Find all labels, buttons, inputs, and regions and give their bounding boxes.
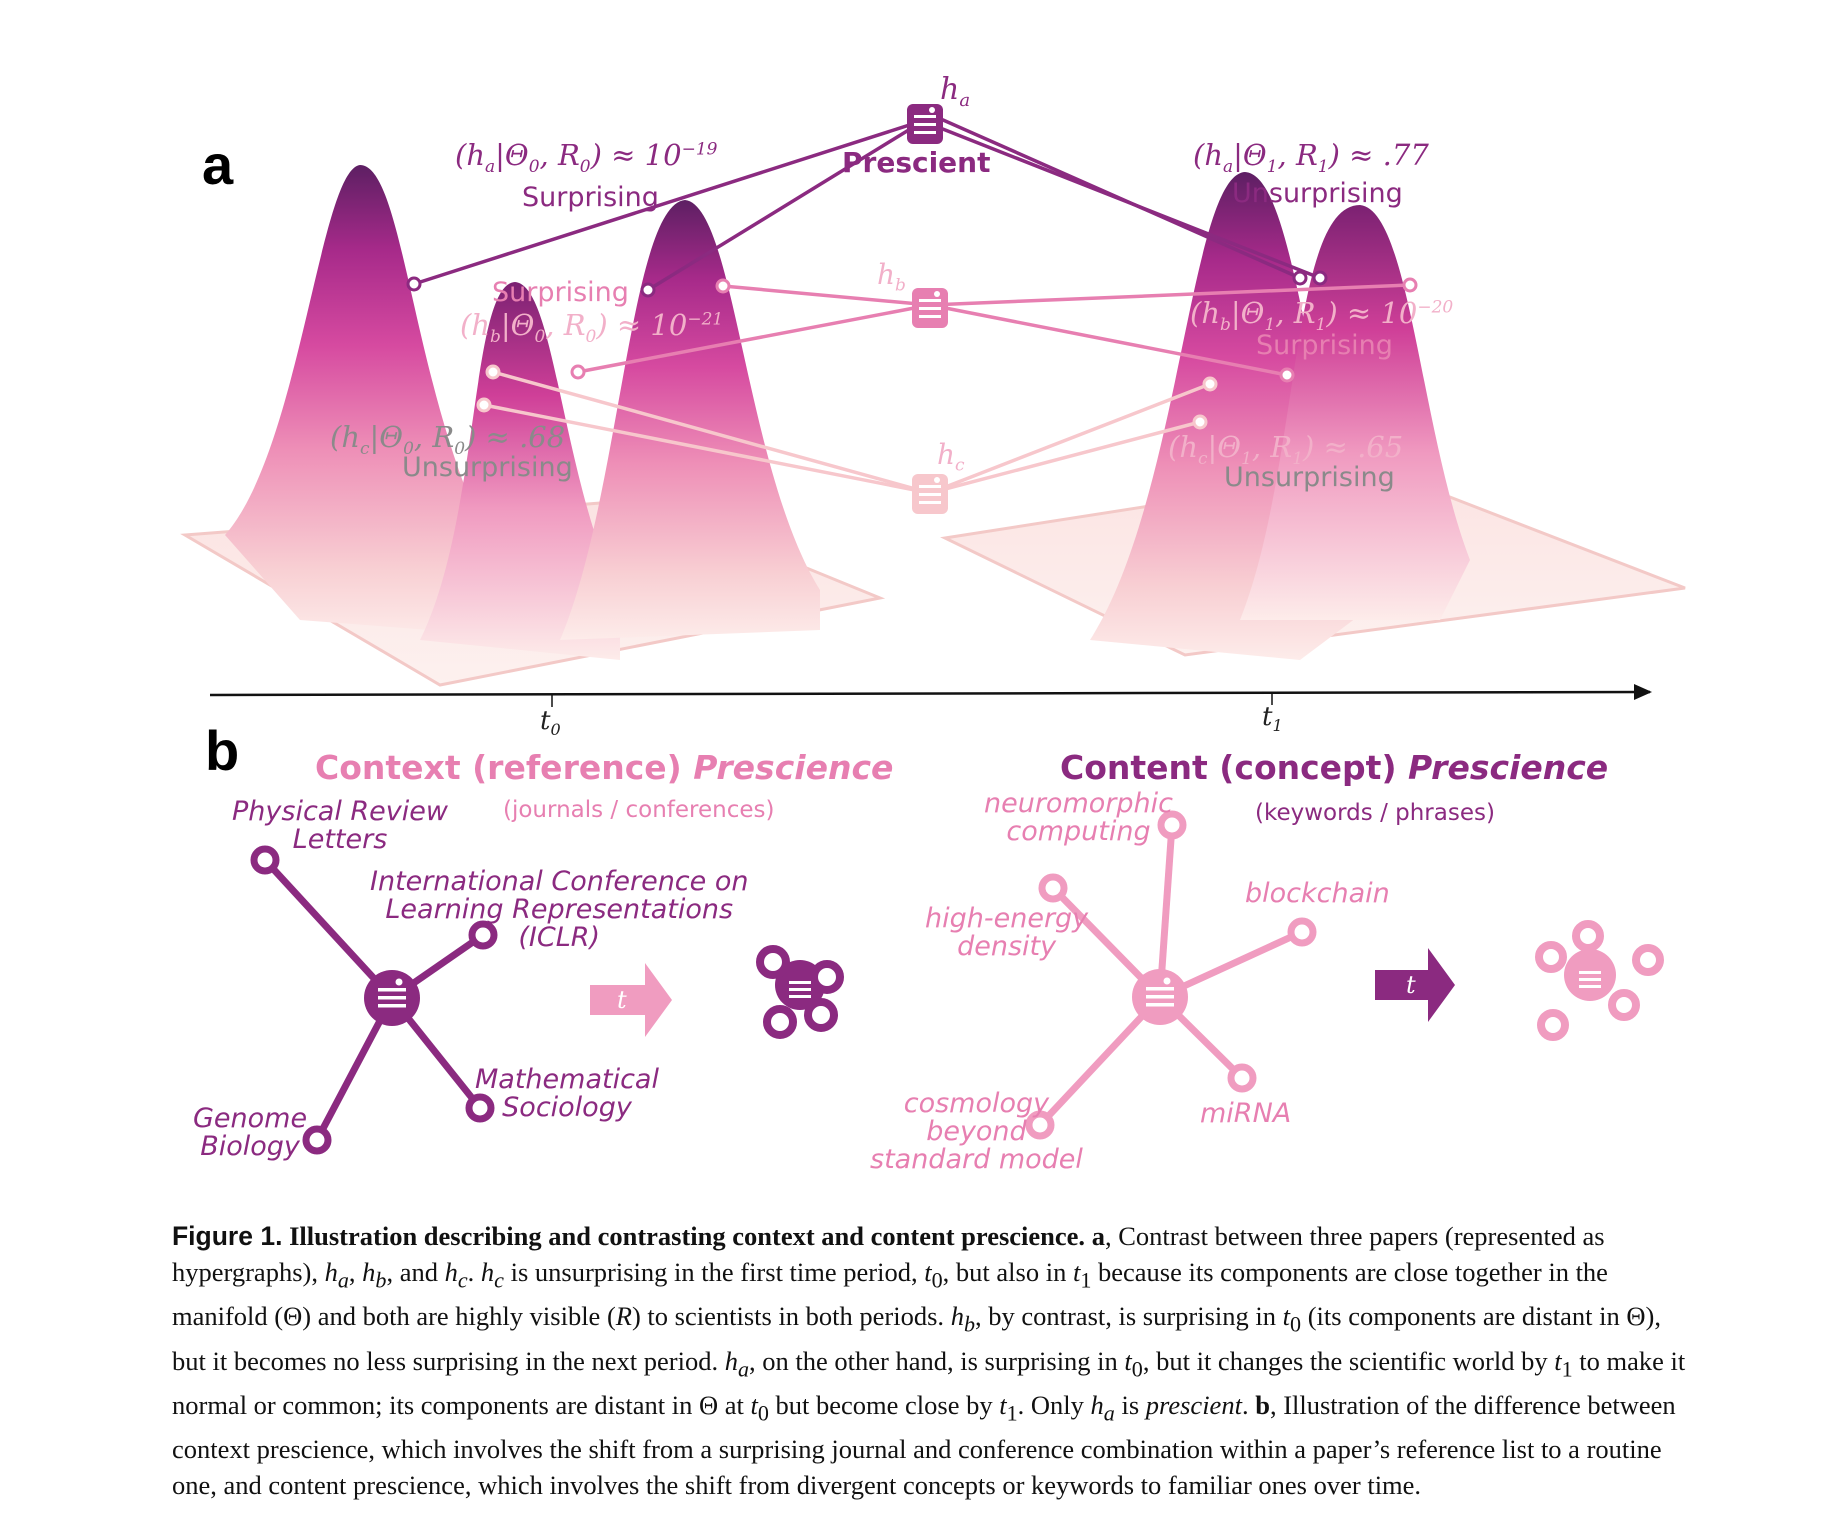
hb-icon: [912, 288, 948, 328]
context-arrow: [590, 963, 672, 1037]
hb-t0-formula: (hb|Θ0, R0) ≈ 10−21: [460, 308, 724, 347]
ha-icon: [907, 104, 943, 144]
node-label-mirna: miRNA: [1200, 1098, 1292, 1129]
ha-t1-formula: (ha|Θ1, R1) ≈ .77: [1193, 138, 1429, 177]
ha-label: ha: [940, 72, 971, 111]
context-subtitle: (journals / conferences): [503, 797, 775, 823]
ha-lines: [413, 110, 1321, 292]
hc-icon: [912, 474, 948, 514]
panel-a-label: a: [202, 133, 234, 196]
peak-t0-2: [420, 282, 620, 660]
content-subtitle: (keywords / phrases): [1255, 800, 1495, 826]
content-title: Content (concept) Prescience: [1060, 748, 1609, 787]
hc-t1-formula: (hc|Θ1, R1) ≈ .65: [1168, 430, 1404, 469]
ha-t0-verdict: Surprising: [522, 182, 659, 213]
hc-t1-verdict: Unsurprising: [1224, 462, 1395, 493]
context-title: Context (reference) Prescience: [315, 748, 894, 787]
peak-t0-3: [560, 200, 820, 640]
ha-t0-formula: (ha|Θ0, R0) ≈ 10−19: [455, 138, 718, 177]
content-hub: [1132, 969, 1188, 1025]
panel-b-label: b: [205, 719, 240, 782]
hc-label: hc: [937, 438, 965, 476]
t1-tick-label: t1: [1262, 702, 1283, 736]
content-arrow-label: t: [1406, 971, 1416, 999]
content-arrow: [1375, 948, 1455, 1022]
t0-tick-label: t0: [540, 706, 561, 740]
prescient-label: Prescient: [842, 146, 991, 179]
hb-t1-verdict: Surprising: [1256, 330, 1393, 361]
hb-label: hb: [877, 258, 906, 296]
time-axis: [209, 684, 1652, 707]
hc-t0-verdict: Unsurprising: [402, 452, 573, 483]
peak-t1-2: [1240, 205, 1470, 620]
figure-caption: Figure 1. Illustration describing and co…: [172, 1221, 1686, 1501]
caption-title: Illustration describing and contrasting …: [289, 1221, 1086, 1251]
context-arrow-label: t: [617, 986, 627, 1014]
hb-t1-formula: (hb|Θ1, R1) ≈ 10−20: [1190, 296, 1454, 335]
hc-lines: [483, 370, 1211, 495]
attach-points: [406, 270, 1418, 430]
context-collapsed: [756, 945, 844, 1039]
caption-figure-label: Figure 1.: [172, 1221, 283, 1251]
hb-t0-verdict: Surprising: [492, 277, 629, 308]
ha-t1-verdict: Unsurprising: [1232, 178, 1403, 209]
context-hub: [364, 970, 420, 1026]
hc-t0-formula: (hc|Θ0, R0) ≈ .68: [330, 420, 566, 459]
context-endpoints: [250, 845, 498, 1155]
content-collapsed: [1535, 920, 1664, 1041]
hb-lines: [577, 283, 1411, 377]
content-endpoints: [1025, 810, 1317, 1140]
node-label-blockchain: blockchain: [1245, 878, 1390, 909]
